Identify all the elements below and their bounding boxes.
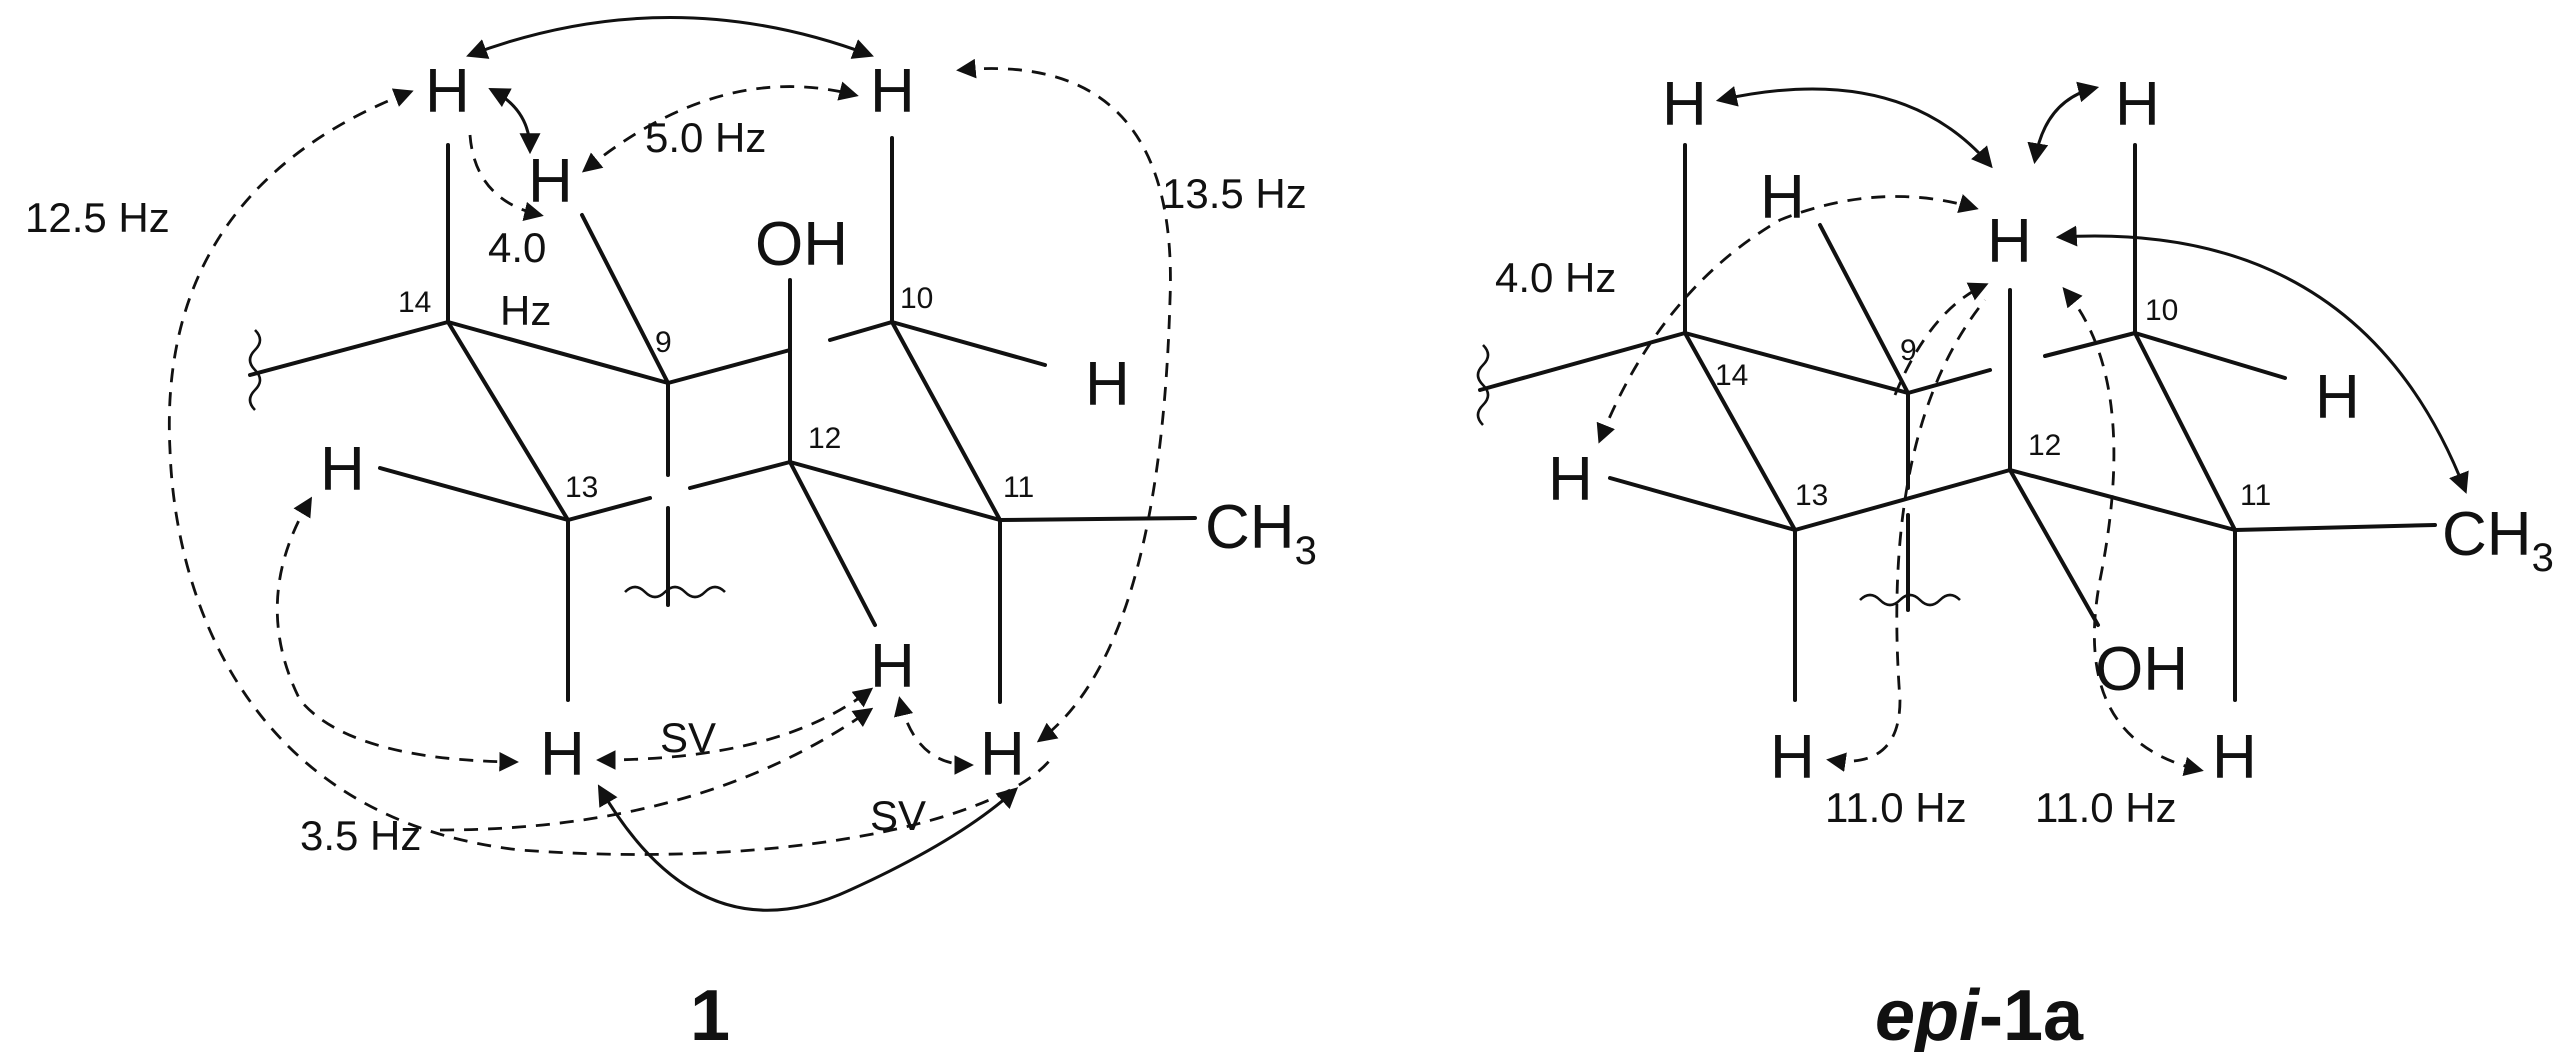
epi-wavy-bond-bottom	[1859, 593, 1961, 607]
epi-j-arrow-h12-h11-loop	[2062, 286, 2204, 777]
coupling-label-sv-2: SV	[870, 792, 926, 839]
atom-h-11-ax: H	[980, 720, 1025, 789]
j-arrow-h10-h11	[956, 58, 1172, 743]
wavy-bond-left	[248, 329, 262, 411]
carbon-number-9: 9	[655, 326, 672, 359]
epi-bond-c9-h-eq	[1818, 223, 1910, 395]
bond-c10-h	[890, 320, 1047, 367]
epi-atom-h-12-ax: H	[1987, 207, 2032, 276]
epi-noe-arrow-h14-h12	[1715, 86, 1993, 169]
atom-h-9-eq: H	[528, 147, 573, 216]
carbon-number-13: 13	[565, 471, 598, 504]
epi-atom-h-10-eq: H	[2315, 363, 2360, 432]
noe-arrow-h14-h10	[466, 16, 874, 59]
noe-arrow-h13-h11	[597, 784, 1019, 912]
atom-h-10-eq: H	[1085, 350, 1130, 419]
epi-atom-ch3: CH3	[2442, 500, 2554, 580]
noe-arrow-h14-h9	[488, 88, 541, 155]
epi-j-arrow-h9-h12	[1893, 282, 1989, 396]
j-arrow-h13-h12	[596, 687, 874, 770]
atom-h-13-eq: H	[320, 435, 365, 504]
epi-noe-arrow-h12-ch3	[2055, 225, 2469, 494]
epi-wavy-bond-left	[1476, 344, 1490, 426]
epi-carbon-number-10: 10	[2145, 294, 2178, 327]
coupling-label-5-0-hz: 5.0 Hz	[645, 114, 766, 161]
epi-bond-c14-left	[1478, 331, 1687, 392]
bond-c14-c13	[446, 320, 570, 522]
compound-1-structure: H H H OH H H H H H CH3 14 9 10 12 13 11 …	[25, 16, 1317, 1052]
atom-oh: OH	[755, 210, 848, 279]
coupling-label-12-5-hz: 12.5 Hz	[25, 194, 170, 241]
bond-c9-c10-b	[828, 320, 894, 342]
epi-j-arrow-h13ax-h12-loop	[1826, 299, 1987, 772]
carbon-number-10: 10	[900, 282, 933, 315]
j-arrow-h9-h10	[581, 81, 859, 173]
epi-bond-c12-oh	[2008, 468, 2100, 627]
epi-atom-h-11-ax: H	[2212, 723, 2257, 792]
carbon-number-11: 11	[1003, 471, 1034, 504]
epi-atom-h-14-ax: H	[1662, 70, 1707, 139]
bond-c13-c12-b	[688, 460, 792, 490]
atom-h-14-ax: H	[425, 57, 470, 126]
bond-c14-left	[248, 320, 450, 377]
atom-h-10-ax: H	[870, 57, 915, 126]
bond-c13-h-eq	[378, 466, 570, 522]
bond-c10-c11	[890, 320, 1002, 522]
epi-coupling-label-11-0-hz-a: 11.0 Hz	[1825, 784, 1967, 831]
epi-bond-c9-c12-a	[1906, 368, 1992, 395]
j-arrow-h13eq-h13ax	[275, 496, 519, 772]
wavy-bond-bottom	[624, 585, 726, 599]
epi-carbon-number-14: 14	[1715, 359, 1748, 392]
carbon-number-14: 14	[398, 286, 431, 319]
epi-bond-c9-c10-b	[2043, 331, 2137, 358]
epi-bond-c10-h	[2133, 331, 2287, 380]
bond-c9-h-eq	[580, 213, 670, 385]
atom-h-13-ax: H	[540, 720, 585, 789]
compound-1-label: 1	[690, 976, 730, 1052]
j-arrow-h14-h11-ring	[167, 88, 1052, 856]
j-arrow-h12-h11-sv	[893, 696, 974, 775]
coupling-label-13-5-hz: 13.5 Hz	[1162, 170, 1307, 217]
coupling-label-4-0-hz: Hz	[500, 287, 551, 334]
epi-bond-c10-c11	[2133, 331, 2237, 532]
coupling-label-3-5-hz: 3.5 Hz	[300, 812, 421, 859]
epi-noe-arrow-h10-h12	[2027, 81, 2100, 165]
bond-c14-c9	[446, 320, 670, 385]
bond-c13-c12-a	[566, 496, 652, 522]
epi-atom-h-10-ax: H	[2115, 70, 2160, 139]
epi-bond-c12-c11	[2008, 468, 2237, 532]
carbon-number-12: 12	[808, 422, 841, 455]
epi-atom-oh: OH	[2095, 635, 2188, 704]
j-arrow-h13-h12-lower	[439, 707, 874, 832]
bond-c9-c10-a	[666, 348, 792, 385]
epi-coupling-label-4-0-hz: 4.0 Hz	[1495, 254, 1616, 301]
epi-bond-c11-ch3	[2233, 523, 2437, 532]
j-arrow-h14-h9-4-0	[468, 134, 544, 222]
atom-h-12-ax: H	[870, 632, 915, 701]
bond-c11-ch3	[998, 516, 1197, 522]
compound-epi-1a-label: epi-1a	[1875, 976, 2084, 1052]
bond-c12-c11	[788, 460, 1002, 522]
epi-atom-h-13-ax: H	[1770, 723, 1815, 792]
epi-carbon-number-13: 13	[1795, 479, 1828, 512]
coupling-label-4-0: 4.0	[488, 224, 546, 271]
epi-atom-h-9-eq: H	[1760, 163, 1805, 232]
epi-bond-c13-c12	[1793, 468, 2012, 532]
epi-carbon-number-9: 9	[1900, 334, 1917, 367]
epi-bond-c13-h-eq	[1608, 476, 1797, 532]
epi-coupling-label-11-0-hz-b: 11.0 Hz	[2035, 784, 2177, 831]
atom-ch3: CH3	[1205, 493, 1317, 573]
bond-c12-h-ax	[788, 460, 877, 627]
compound-epi-1a-structure: H H H H H H H OH H CH3 14 9 10 12 13 11 …	[1476, 70, 2554, 1052]
epi-carbon-number-11: 11	[2240, 479, 2271, 512]
epi-atom-h-13-eq: H	[1548, 445, 1593, 514]
epi-j-arrow-h13eq-h12	[1596, 194, 1979, 444]
epi-carbon-number-12: 12	[2028, 429, 2061, 462]
